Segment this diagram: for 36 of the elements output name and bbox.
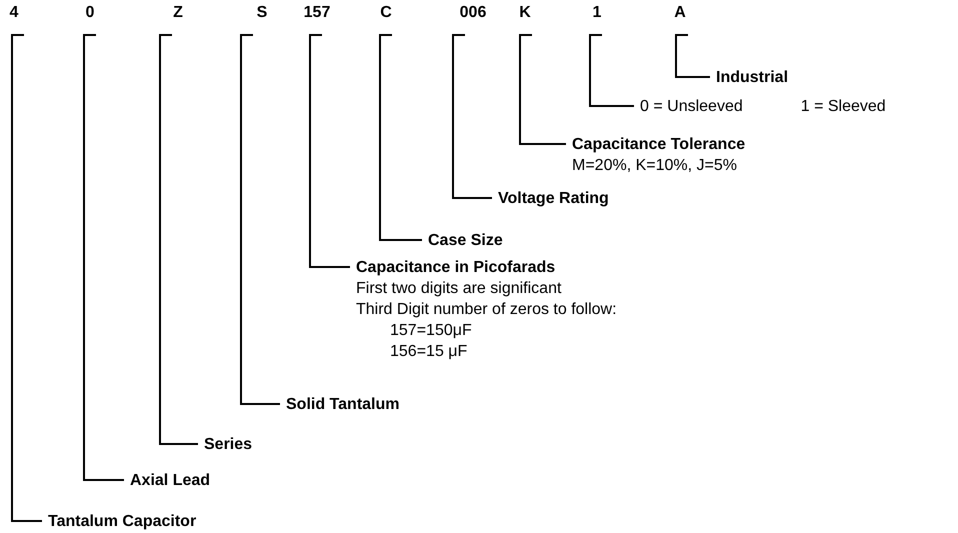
field-label: Capacitance Tolerance [572,136,746,152]
leader-line [519,34,566,145]
leader-line [240,34,280,405]
leader-line [379,34,422,241]
code-character: K [519,4,531,21]
leader-line [589,34,634,107]
field-label: Case Size [428,232,503,248]
field-label: Capacitance in Picofarads [356,258,556,276]
field-label: Voltage Rating [498,190,609,206]
leader-line [83,34,124,481]
field-label: Tantalum Capacitor [48,512,196,530]
field-note: M=20%, K=10%, J=5% [572,156,737,174]
field-note: First two digits are significant [356,280,562,296]
field-note: 156=15 μF [390,342,468,360]
code-character: C [380,4,392,21]
option-label: 1 = Sleeved [800,96,886,116]
field-label: Axial Lead [130,472,210,488]
leader-line [11,34,42,522]
leader-line [675,34,710,78]
field-label: Solid Tantalum [286,396,400,412]
code-character: 006 [460,4,486,21]
code-character: 1 [592,4,602,21]
field-label: Industrial [716,68,788,86]
field-note: 157=150μF [390,322,472,338]
option-label: 0 = Unsleeved [640,96,743,116]
code-character: 4 [10,4,18,21]
leader-line [309,34,350,268]
code-character: Z [173,4,183,21]
code-character: 0 [86,4,94,21]
code-character: 157 [304,4,330,21]
code-character: A [674,4,686,21]
leader-line [159,34,198,445]
leader-line [452,34,492,199]
code-character: S [256,4,268,21]
field-label: Series [204,436,252,452]
field-note: Third Digit number of zeros to follow: [356,300,617,318]
